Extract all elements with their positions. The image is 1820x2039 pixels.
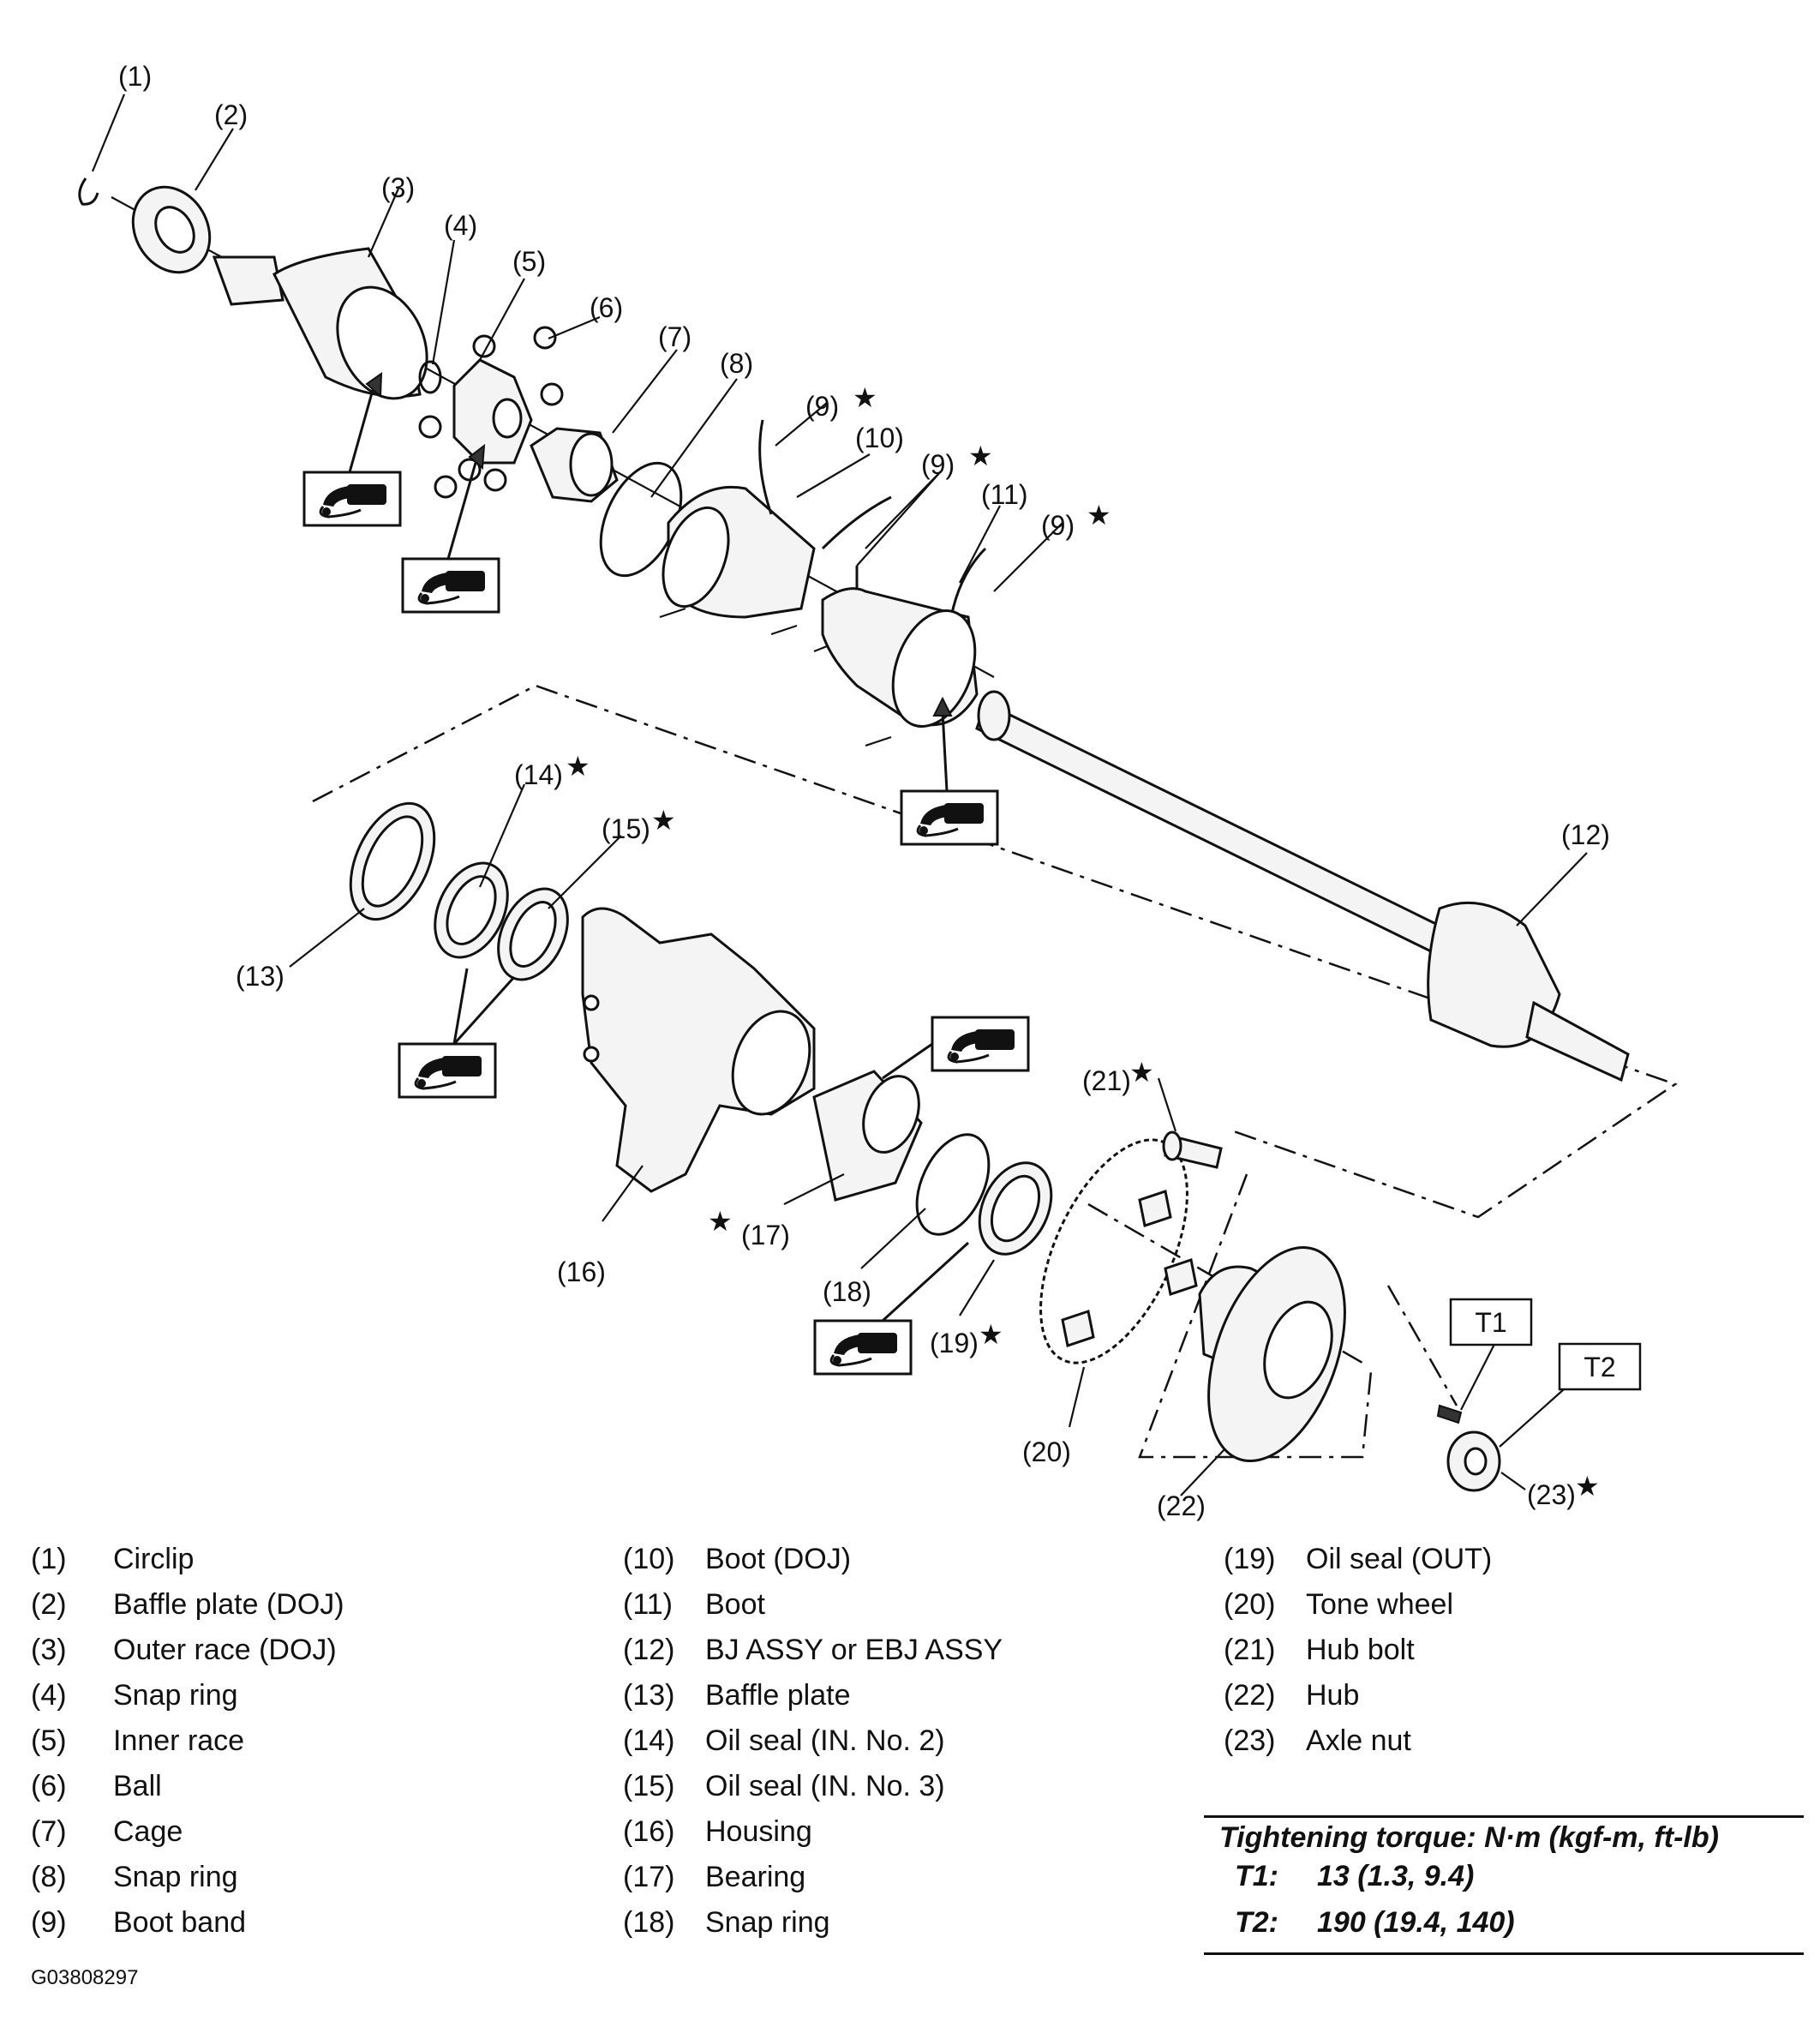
grease-gun-icon (302, 471, 402, 527)
torque-top-rule (1204, 1815, 1804, 1818)
callout-11: (11) (981, 479, 1028, 510)
t2-label: T2 (1584, 1352, 1615, 1382)
grease-arrow-5 (882, 1042, 933, 1080)
callout-22: (22) (1157, 1490, 1206, 1521)
star-9c: ★ (1087, 500, 1111, 531)
torque-title: Tightening torque: N·m (kgf-m, ft-lb) (1219, 1821, 1719, 1854)
grease-arrow-2 (446, 462, 477, 560)
t1-label: T1 (1475, 1307, 1506, 1338)
star-21: ★ (1129, 1057, 1154, 1088)
callout-20: (20) (1022, 1436, 1071, 1467)
callout-17: (17) (741, 1220, 790, 1250)
cage-opening (569, 432, 614, 497)
star-9a: ★ (853, 382, 877, 413)
callout-9a: (9) (805, 391, 839, 422)
torque-bottom-rule (1204, 1952, 1804, 1955)
grease-arrow-3 (941, 711, 949, 792)
bj-assy-spline (977, 690, 1011, 741)
grease-gun-icon (931, 1016, 1030, 1072)
outer-race-doj-mouth (336, 285, 428, 400)
torque-row-t1: T1:13 (1.3, 9.4) (1235, 1860, 1475, 1892)
housing-hole-1 (583, 994, 600, 1011)
oil-seal-in2-hole (446, 875, 497, 945)
callout-8: (8) (720, 348, 753, 379)
t1-screw-part (1436, 1404, 1463, 1424)
bj-assy-shaft (975, 700, 1441, 954)
star-17: ★ (708, 1206, 733, 1237)
star-15: ★ (651, 805, 676, 836)
callout-9c: (9) (1041, 510, 1075, 541)
callout-10: (10) (855, 423, 904, 453)
callout-18: (18) (823, 1276, 871, 1307)
circlip-part (78, 177, 99, 206)
boot-band-1 (758, 419, 773, 515)
grease-arrow-1 (348, 389, 374, 473)
outer-race-doj-shaft (212, 255, 284, 306)
t1-box (1449, 1298, 1533, 1346)
housing-part (581, 907, 816, 1193)
grease-gun-icon (398, 1042, 497, 1099)
callout-9b: (9) (921, 449, 955, 480)
callout-23: (23) (1527, 1479, 1576, 1510)
snap-ring-18-part (915, 1133, 991, 1236)
callout-6: (6) (590, 292, 623, 323)
star-9b: ★ (968, 441, 993, 471)
star-14: ★ (566, 751, 590, 782)
t2-box (1558, 1342, 1642, 1391)
callout-3: (3) (381, 172, 415, 203)
inner-race-bore (492, 398, 523, 439)
torque-table: Tightening torque: N·m (kgf-m, ft-lb) T1… (1204, 1815, 1804, 1955)
callout-16: (16) (557, 1256, 606, 1287)
torque-row-t2: T2:190 (19.4, 140) (1235, 1906, 1515, 1939)
bj-assy-stub (1525, 1000, 1630, 1082)
exploded-axle-diagram: T1 T2 (1) (2) (3) (4) (5) (6) (7) (8) (9… (78, 61, 1678, 1521)
baffle-plate-doj-hole (154, 206, 195, 254)
boot-band-2 (821, 495, 892, 550)
snap-ring-4-part (418, 360, 442, 394)
star-23: ★ (1575, 1471, 1600, 1502)
boot-band-clips (659, 607, 892, 747)
leader-lines (91, 93, 1588, 1496)
oil-seal-out-hole (990, 1174, 1041, 1243)
boot-mouth (891, 609, 977, 728)
callout-12: (12) (1561, 819, 1610, 850)
housing-hole-2 (583, 1046, 600, 1063)
callout-21: (21) (1082, 1065, 1131, 1096)
star-19: ★ (979, 1319, 1003, 1350)
boot-doj-mouth (662, 506, 730, 609)
grease-gun-icon (401, 557, 500, 614)
grease-gun-icon (900, 789, 999, 846)
oil-seal-in3-hole (509, 901, 557, 968)
grease-arrow-6 (881, 1241, 970, 1322)
callout-5: (5) (512, 246, 546, 277)
hub-bore (1263, 1300, 1333, 1400)
figure-id: G03808297 (31, 1966, 139, 1989)
bearing-bore (862, 1075, 920, 1154)
tone-wheel-tabs (1061, 1190, 1198, 1347)
ball-parts (418, 326, 564, 499)
assembly-group-outline (312, 684, 1678, 1219)
axle-nut-hole (1464, 1447, 1488, 1476)
callout-1: (1) (118, 61, 152, 92)
housing-bore (731, 1010, 811, 1116)
callout-2: (2) (214, 99, 248, 130)
grease-gun-icon (813, 1319, 913, 1376)
baffle-plate-hole (361, 815, 424, 908)
grease-arrow-4 (452, 968, 516, 1046)
callout-14: (14) (514, 759, 563, 790)
boot-band-4 (949, 547, 987, 618)
callout-7: (7) (658, 321, 691, 352)
callout-13: (13) (236, 961, 284, 992)
callout-4: (4) (444, 210, 477, 241)
hub-bolt-head (1162, 1130, 1182, 1161)
callout-19: (19) (930, 1328, 979, 1358)
callout-15: (15) (602, 813, 650, 844)
